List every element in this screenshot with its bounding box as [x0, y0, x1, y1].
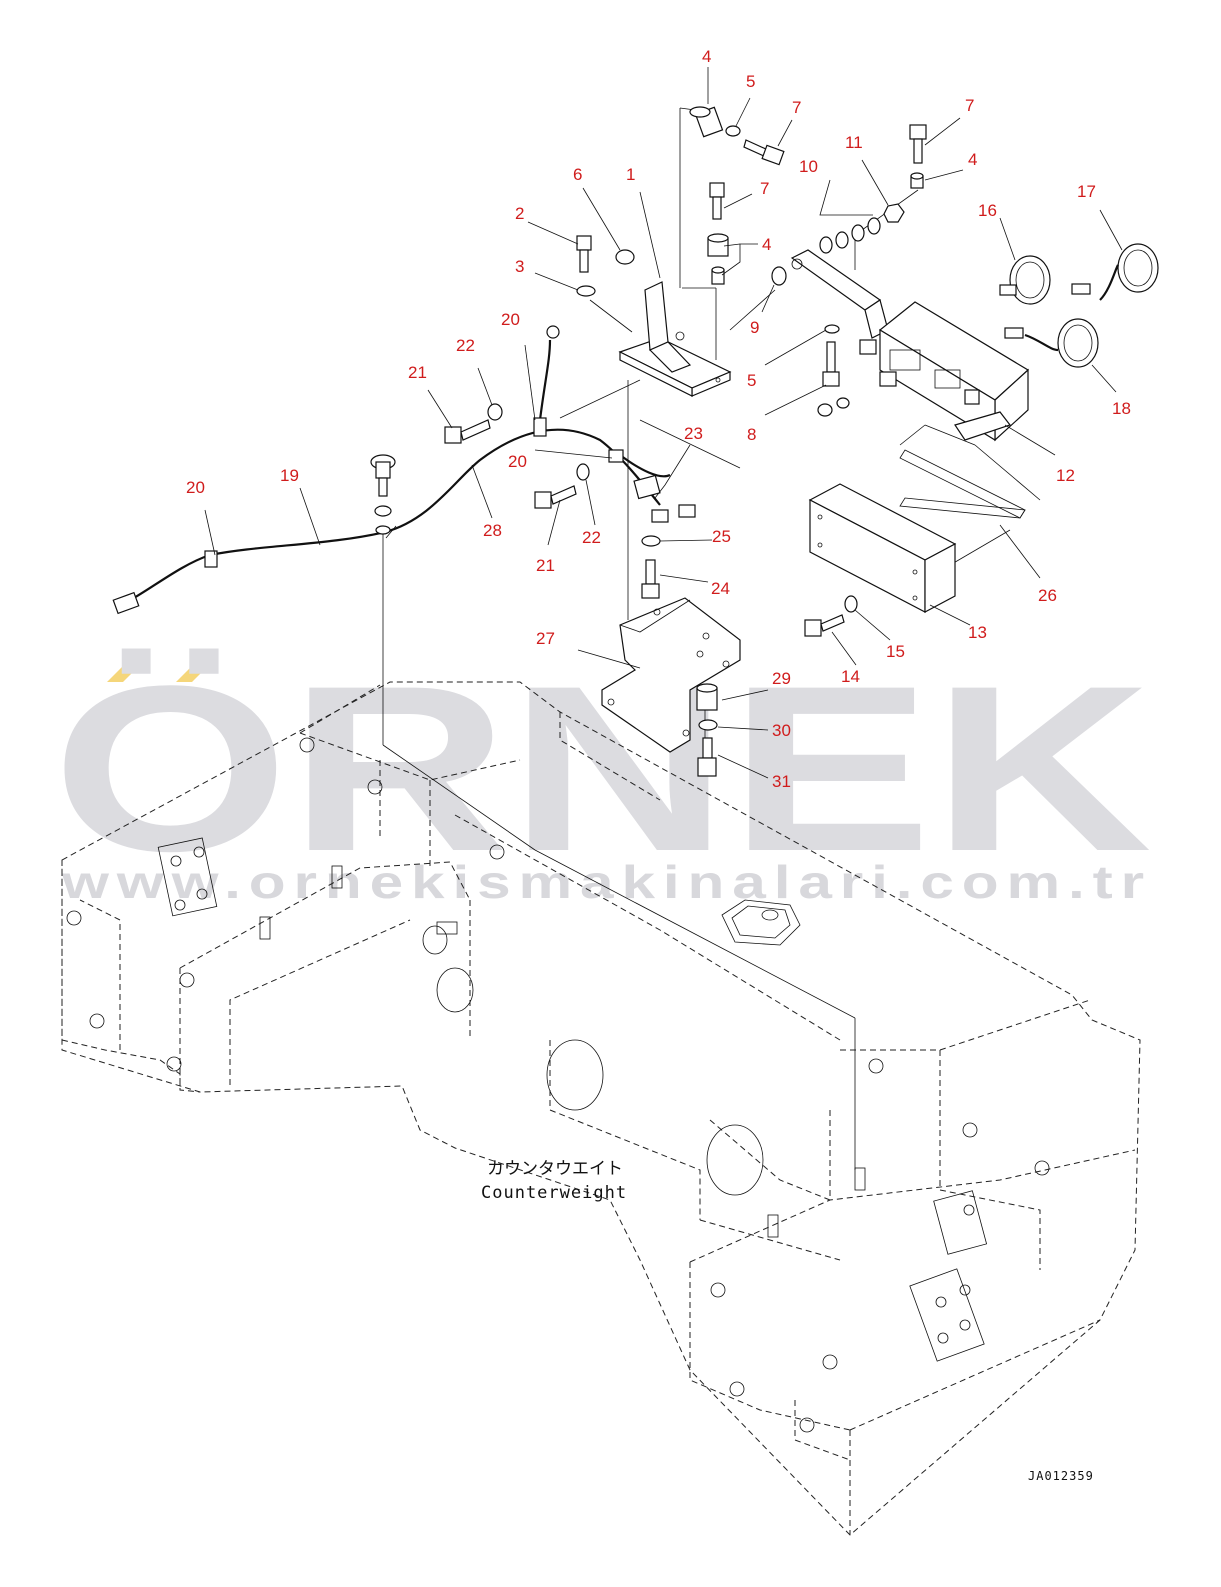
callout-20-mid: 20: [508, 452, 527, 471]
callout-5-mid: 5: [747, 371, 756, 390]
washers-10: [819, 217, 881, 254]
harness-clip: [204, 550, 218, 568]
callout-26: 26: [1038, 586, 1057, 605]
washer-30: [698, 719, 718, 731]
lamp-housing-12: [790, 249, 1030, 442]
drawing-code: JA012359: [1028, 1469, 1094, 1483]
counterweight-outline: [61, 681, 1141, 1536]
callout-1: 1: [626, 165, 635, 184]
callout-3: 3: [515, 257, 524, 276]
callout-2: 2: [515, 204, 524, 223]
cover-13: [808, 483, 957, 613]
callout-8: 8: [747, 425, 756, 444]
callout-10: 10: [799, 157, 818, 176]
callout-11: 11: [845, 133, 863, 152]
callout-20-left: 20: [186, 478, 205, 497]
washer-22-mid: [576, 463, 590, 481]
nut-11: [883, 203, 905, 223]
callout-leaders: [204, 67, 1123, 779]
assembly-leader-lines: [382, 107, 1041, 1170]
watermark-brand: ÖRNEK: [52, 637, 1152, 901]
harness-clip-3: [608, 449, 624, 463]
mount-4-top: [689, 106, 724, 138]
watermark-accent-left: [107, 657, 148, 682]
callout-numbers: 1 2 3 4 4 4 5 5 6 7 7 7 8 9 10 11 12 13 …: [186, 47, 1131, 791]
callout-6: 6: [573, 165, 582, 184]
callout-12: 12: [1056, 466, 1075, 485]
callout-27: 27: [536, 629, 555, 648]
washer-22-top: [487, 403, 503, 421]
bolt-7-mid: [709, 182, 725, 220]
bracket-1: [618, 281, 732, 397]
bracket-27: [601, 597, 741, 753]
harness-clip-2: [533, 417, 547, 437]
mount-29: [696, 683, 718, 711]
callout-4-top: 4: [702, 47, 711, 66]
washer-9: [771, 266, 787, 286]
bolt-7-right: [909, 124, 927, 164]
callout-28: 28: [483, 521, 502, 540]
callout-18: 18: [1112, 399, 1131, 418]
callout-7-right: 7: [965, 96, 974, 115]
counterweight-label-en: Counterweight: [481, 1183, 627, 1203]
bolt-21-mid: [534, 485, 577, 509]
callout-13: 13: [968, 623, 987, 642]
callout-17: 17: [1077, 182, 1096, 201]
wiring-harness: [112, 325, 696, 615]
bolt-7-top: [743, 139, 785, 166]
bolt-31: [697, 737, 717, 777]
lamp-16: [999, 255, 1051, 305]
callout-16: 16: [978, 201, 997, 220]
washer-15: [844, 595, 858, 613]
harness-connector: [112, 591, 140, 615]
watermark-accent-right: [176, 657, 217, 682]
callout-22-mid: 22: [582, 528, 601, 547]
bolt-14: [804, 614, 845, 637]
callout-7-top: 7: [792, 98, 801, 117]
washer-3: [576, 285, 596, 297]
callout-7-mid: 7: [760, 179, 769, 198]
callout-4-mid: 4: [762, 235, 771, 254]
watermark: ÖRNEK www.ornekismakinalari.com.tr: [52, 637, 1152, 908]
callout-22-top: 22: [456, 336, 475, 355]
washer-5-top: [725, 125, 741, 137]
callout-25: 25: [712, 527, 731, 546]
callout-23: 23: [684, 424, 703, 443]
lamp-18: [1004, 318, 1099, 368]
washer-6: [615, 249, 635, 265]
callout-14: 14: [841, 667, 860, 686]
callout-9: 9: [750, 318, 759, 337]
callout-29: 29: [772, 669, 791, 688]
callout-4-right: 4: [968, 150, 977, 169]
counterweight-label-jp: カウンタウエイト: [487, 1159, 623, 1179]
bolt-2: [576, 235, 592, 273]
bolt-8: [822, 341, 840, 387]
bolt-21-top: [444, 419, 491, 444]
mount-4-mid: [707, 233, 729, 285]
watermark-url: www.ornekismakinalari.com.tr: [61, 856, 1152, 908]
washer-25: [641, 535, 661, 547]
callout-20-top: 20: [501, 310, 520, 329]
callout-5-top: 5: [746, 72, 755, 91]
callout-21-mid: 21: [536, 556, 555, 575]
callout-24: 24: [711, 579, 730, 598]
stud-bolt-left: [370, 454, 396, 535]
lamp-17: [1071, 243, 1159, 301]
callout-19: 19: [280, 466, 299, 485]
callout-15: 15: [886, 642, 905, 661]
callout-21-top: 21: [408, 363, 427, 382]
washer-5-mid: [824, 324, 840, 334]
callout-31: 31: [772, 772, 791, 791]
bolt-24: [641, 559, 660, 599]
counterweight-bolts: [66, 737, 1050, 1433]
callout-30: 30: [772, 721, 791, 740]
gasket-26: [899, 449, 1026, 519]
mount-4-right: [910, 172, 924, 189]
